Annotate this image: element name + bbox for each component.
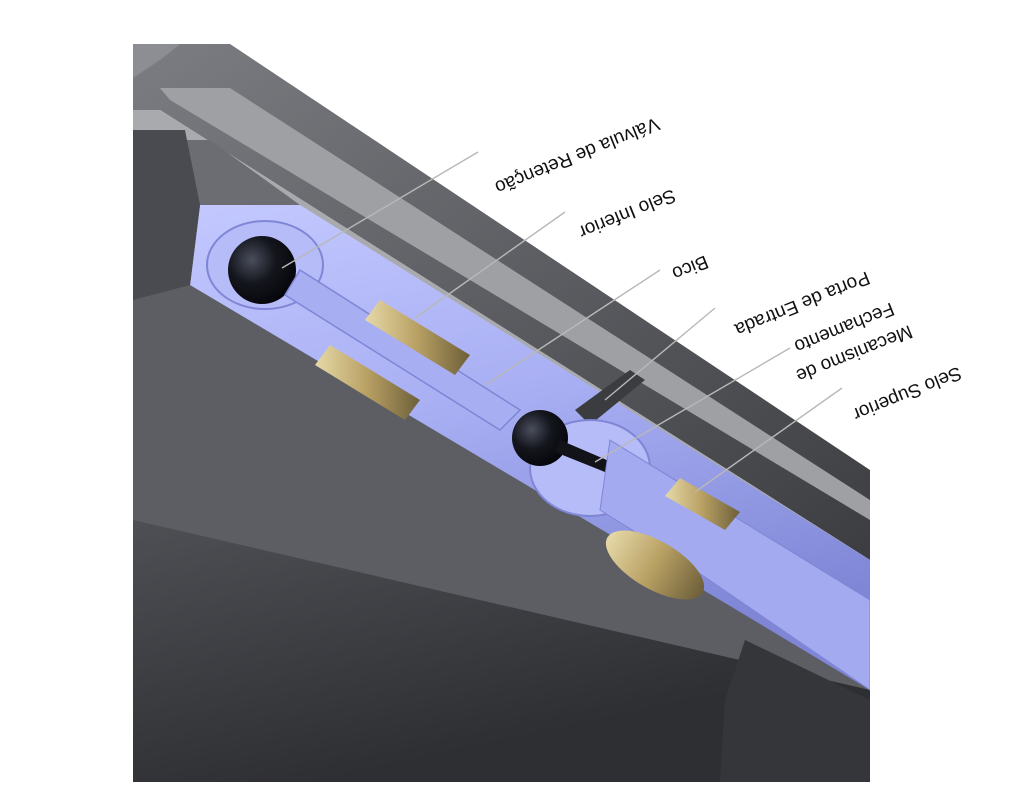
- upper-seal-upper: [665, 478, 740, 530]
- closing-mechanism-ball: [512, 410, 568, 466]
- leader-lower-seal: [414, 211, 566, 319]
- leader-check-valve: [281, 151, 479, 269]
- upper-seal-lower: [605, 530, 705, 600]
- sleeve: [599, 439, 870, 691]
- leader-inlet-port: [604, 307, 716, 401]
- leader-nozzle: [484, 269, 661, 386]
- leader-closing-mechanism: [594, 347, 791, 463]
- check-valve-ball: [228, 236, 296, 304]
- leader-upper-seal: [694, 387, 843, 493]
- cut-section-face-upper: [160, 88, 870, 520]
- lower-seal-upper: [365, 300, 470, 375]
- outer-shell-top-edge: [133, 44, 180, 78]
- section-left-face: [133, 130, 200, 300]
- lower-seal-lower: [315, 345, 420, 420]
- inlet-port-pin: [575, 370, 645, 425]
- render-frame: [133, 44, 870, 782]
- body-end-shadow: [720, 640, 870, 782]
